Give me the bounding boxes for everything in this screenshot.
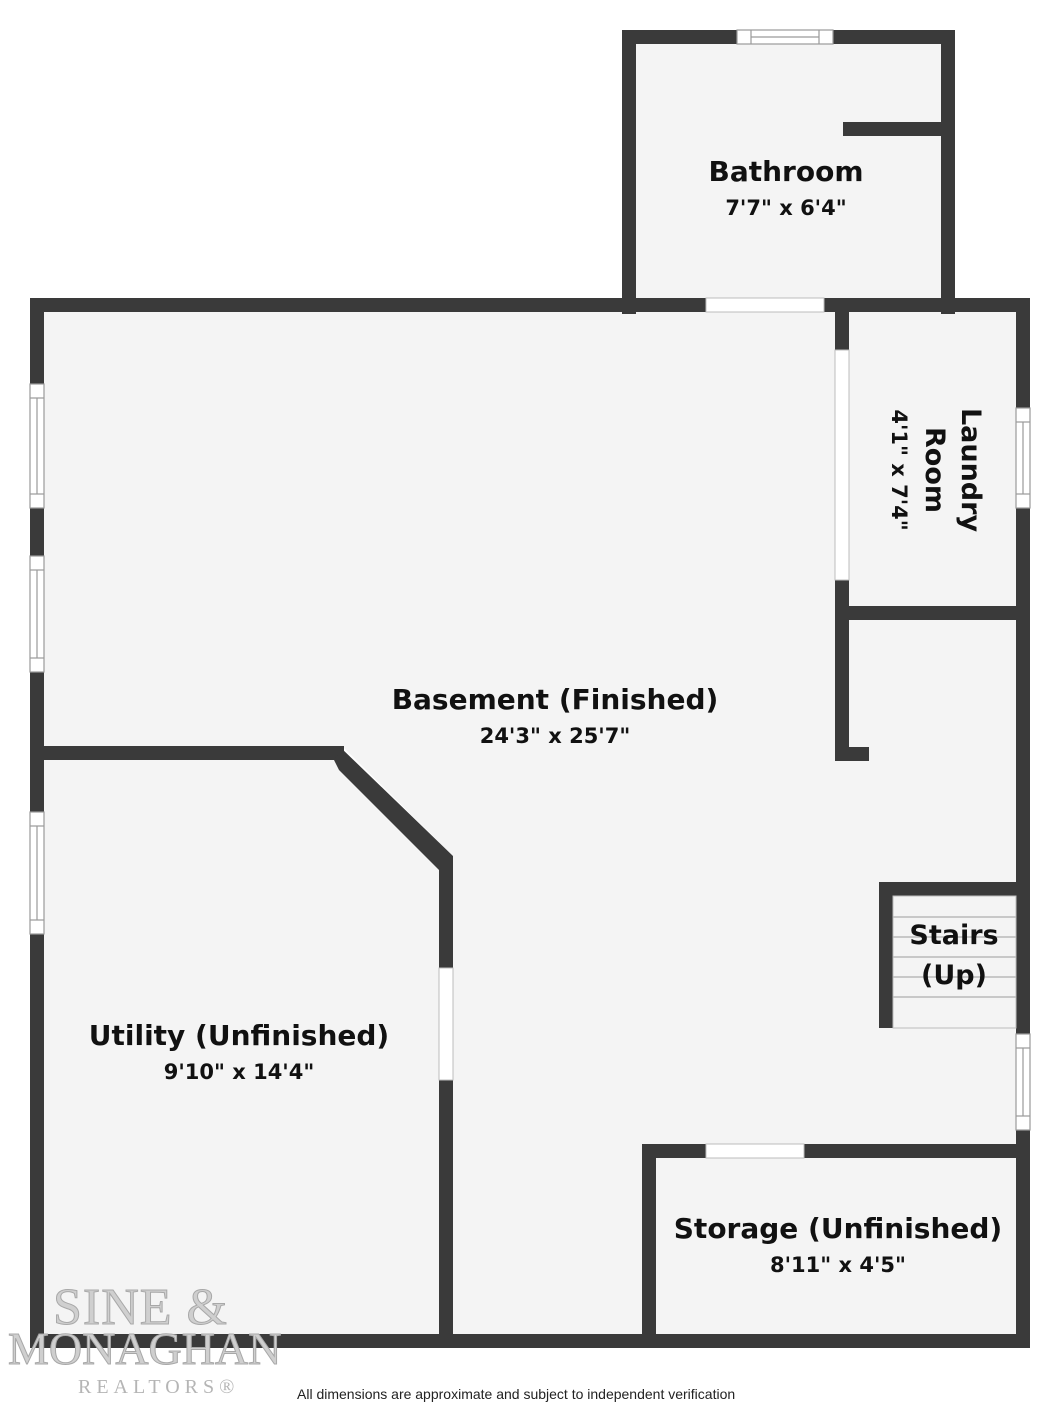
storage-wall-top (642, 1144, 1030, 1158)
bathroom-floor (636, 44, 941, 306)
laundry-door-opening (834, 349, 850, 581)
outer-wall-bottom (30, 1334, 1030, 1348)
basement-floor (44, 312, 1016, 1334)
bathroom-partition (843, 122, 948, 136)
storage-dims: 8'11" x 4'5" (770, 1253, 906, 1277)
stairs-name-line1: Stairs (909, 920, 998, 951)
utility-wall-top (30, 746, 344, 760)
disclaimer-text: All dimensions are approximate and subje… (297, 1386, 736, 1402)
laundry-name-line1: Laundry (955, 408, 986, 533)
stairs-wall-top (879, 882, 1030, 896)
windows (29, 29, 1031, 1131)
bathroom-wall-left (622, 30, 636, 314)
storage-floor (656, 1158, 1016, 1334)
utility-door-opening (438, 967, 454, 1081)
window-left-2 (29, 555, 45, 673)
laundry-label: Laundry Room 4'1" x 7'4" (887, 408, 986, 533)
bath-door-opening (705, 297, 825, 313)
outer-wall-top (30, 298, 1030, 312)
utility-name: Utility (Unfinished) (89, 1019, 389, 1052)
utility-wall-right (439, 856, 453, 1348)
laundry-stub-foot (835, 747, 869, 761)
storage-door-opening (705, 1143, 805, 1159)
logo-line-3: REALTORS® (78, 1376, 240, 1398)
logo-line-2: MONAGHAN (7, 1323, 282, 1375)
storage-name: Storage (Unfinished) (674, 1212, 1002, 1245)
window-right-lower (1015, 1033, 1031, 1131)
stair-treads (892, 895, 1017, 1029)
basement-name: Basement (Finished) (392, 683, 719, 716)
laundry-dims: 4'1" x 7'4" (887, 409, 911, 530)
bathroom-wall-right (941, 30, 955, 314)
laundry-stub (835, 606, 849, 761)
utility-wall-diagonal (334, 746, 453, 870)
stairs-name-line2: (Up) (921, 960, 987, 991)
basement-dims: 24'3" x 25'7" (480, 724, 631, 748)
window-left-1 (29, 383, 45, 509)
bathroom-name: Bathroom (708, 155, 863, 188)
utility-dims: 9'10" x 14'4" (164, 1060, 315, 1084)
openings (438, 297, 850, 1159)
laundry-wall-bottom (835, 606, 1030, 620)
floor-areas (44, 44, 1016, 1334)
bathroom-dims: 7'7" x 6'4" (725, 196, 846, 220)
brokerage-logo: SINE & MONAGHAN REALTORS® (7, 1278, 308, 1408)
laundry-name-line2: Room (919, 427, 950, 513)
utility-floor (44, 760, 439, 1334)
stairs-wall-left (879, 882, 893, 1028)
window-bath-top (736, 29, 834, 45)
logo-line-1: SINE & (53, 1279, 228, 1337)
storage-wall-left (642, 1144, 656, 1348)
window-right-laundry (1015, 407, 1031, 509)
window-left-3 (29, 811, 45, 935)
